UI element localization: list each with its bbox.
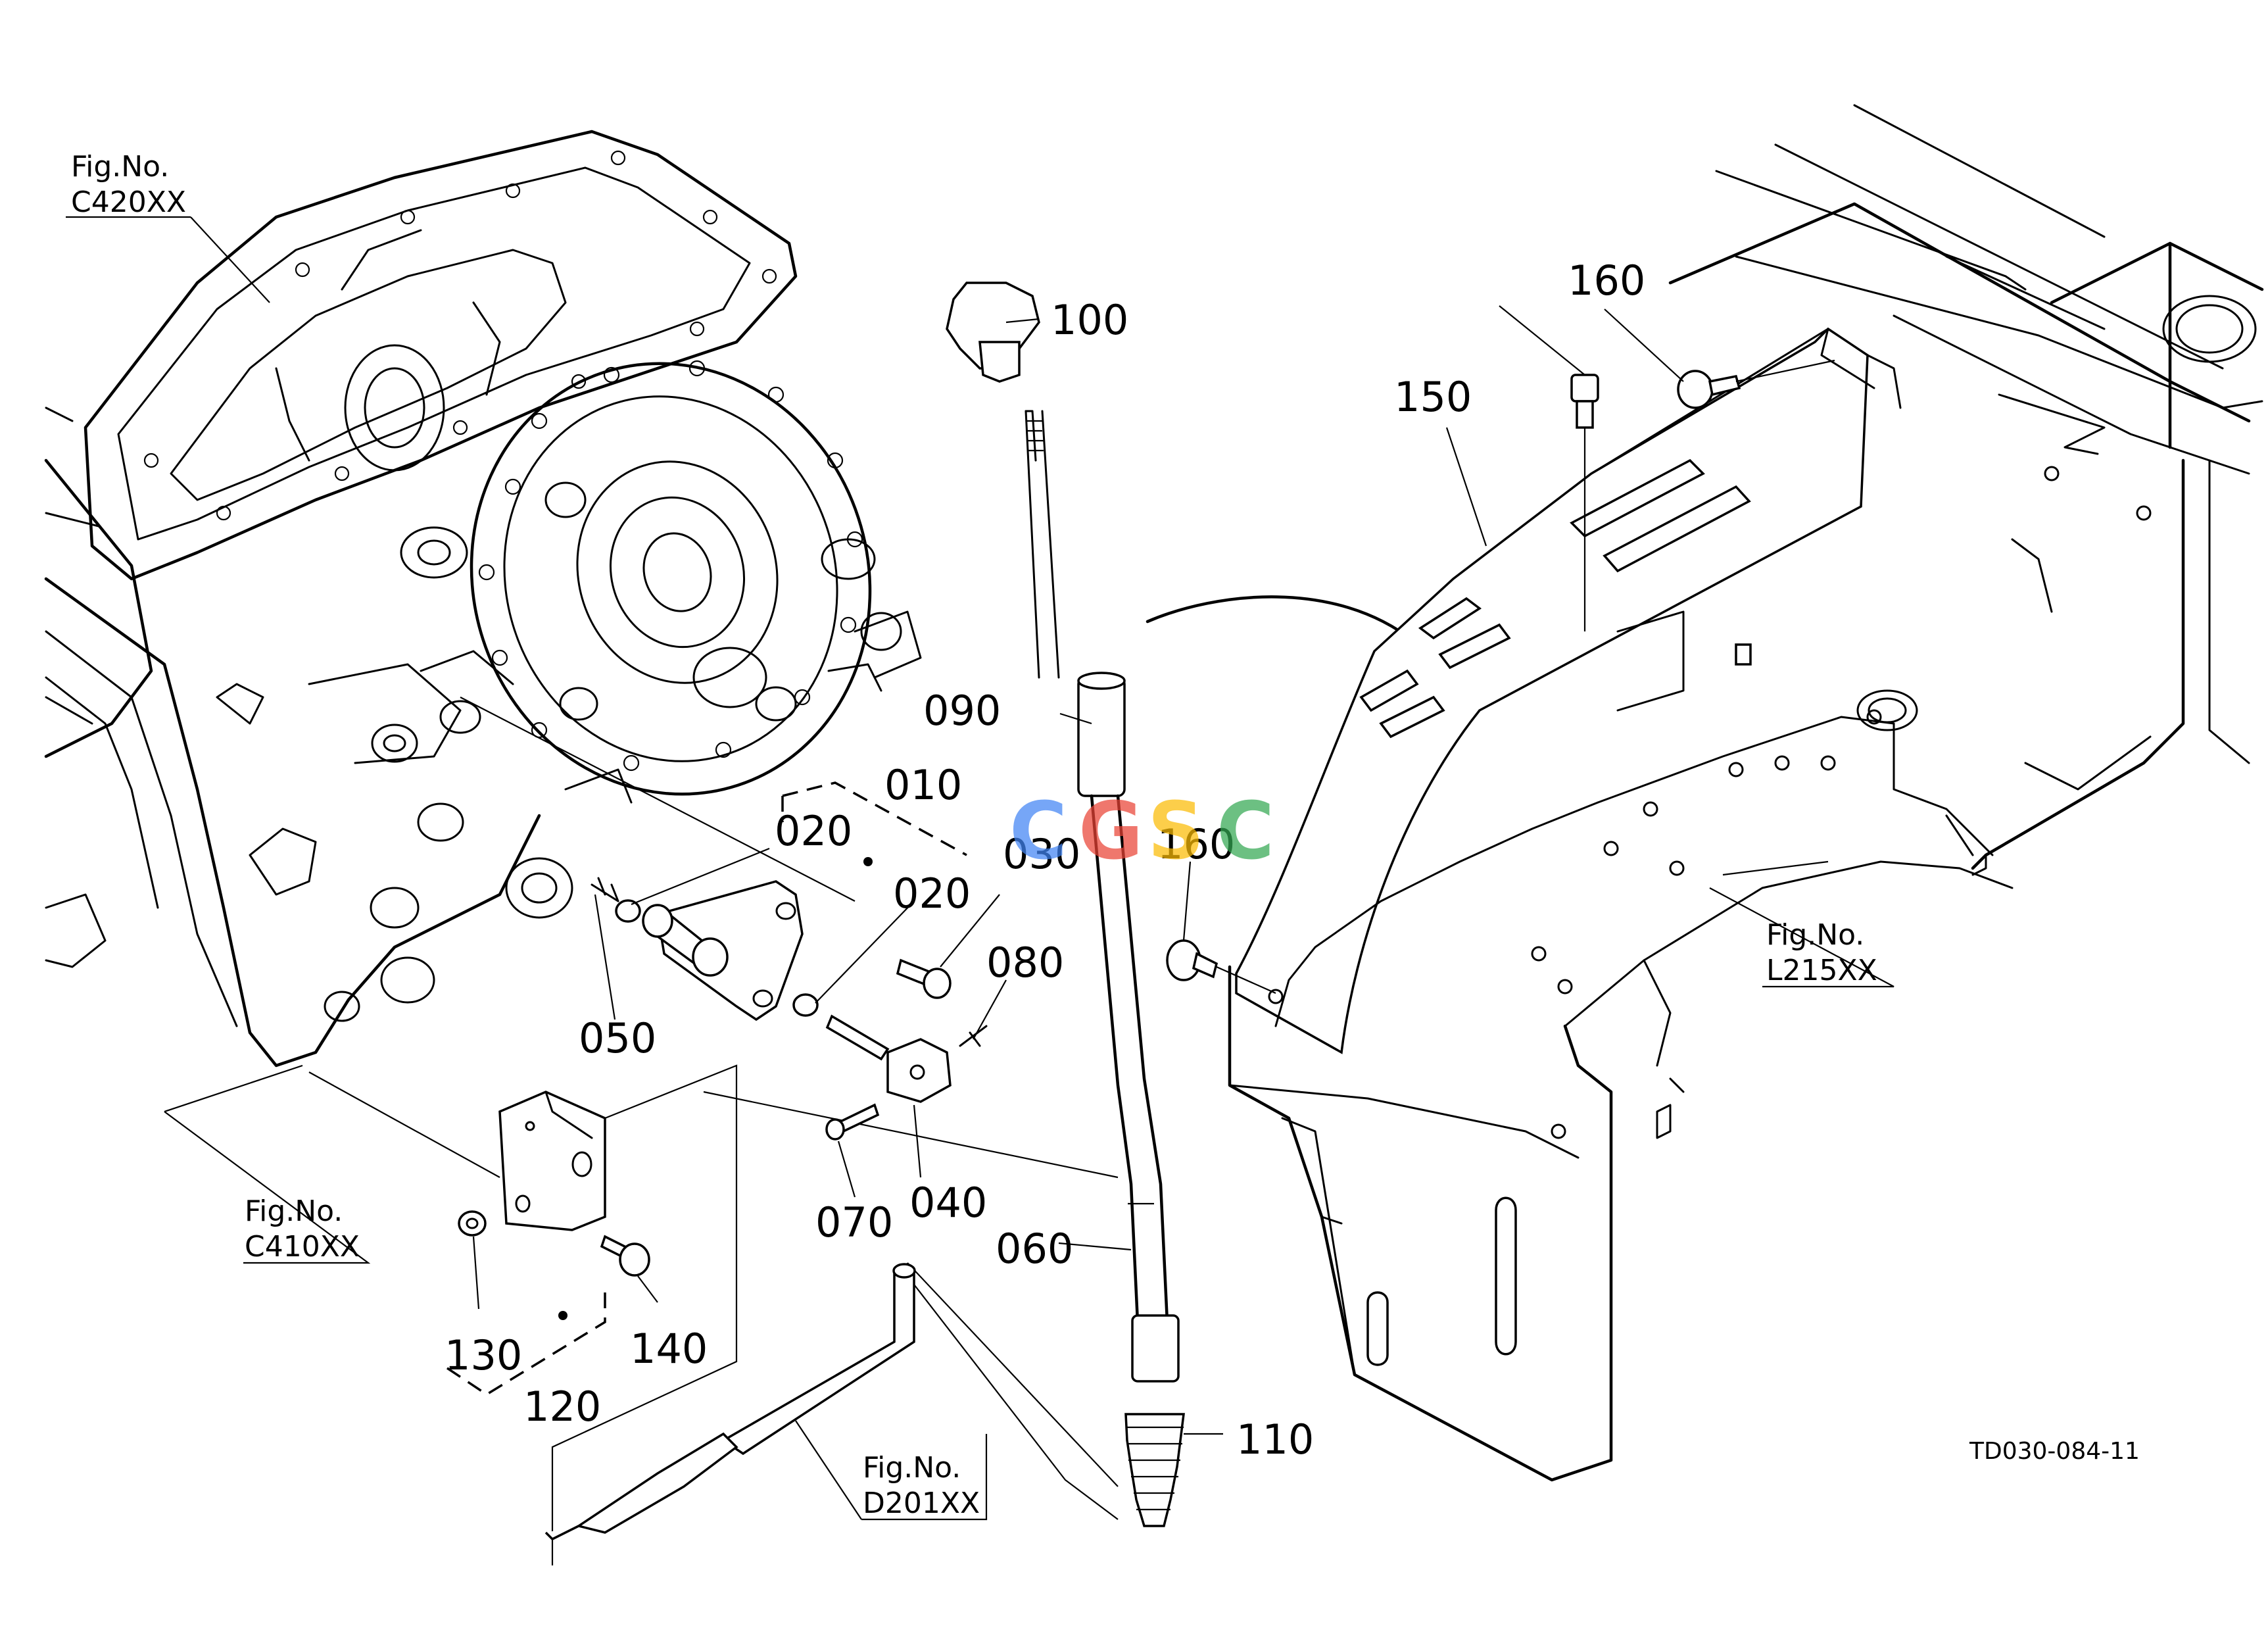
part-label-090: 090 xyxy=(923,687,1001,735)
linkage-parts-drawing xyxy=(308,697,1119,1565)
part-label-160a: 160 xyxy=(1568,257,1645,305)
fig-ref-d201-line2: D201XX xyxy=(863,1487,980,1520)
part-label-020a: 020 xyxy=(775,807,852,855)
watermark-logo: C G S C xyxy=(1009,786,1274,877)
fig-ref-l215-line1: Fig.No. xyxy=(1766,918,1864,952)
fig-ref-c420-line2: C420XX xyxy=(71,185,186,219)
watermark-letter-3: S xyxy=(1147,786,1204,877)
part-label-070: 070 xyxy=(815,1198,893,1246)
drawing-code: TD030-084-11 xyxy=(1969,1438,2140,1465)
part-label-130: 130 xyxy=(445,1331,522,1379)
part-label-150: 150 xyxy=(1394,373,1472,421)
part-number-labels: 100 090 010 020 020 030 080 050 040 070 … xyxy=(445,257,1645,1463)
watermark-letter-2: G xyxy=(1078,786,1144,877)
shift-lever-drawing xyxy=(946,282,1416,1527)
part-label-020b: 020 xyxy=(893,870,971,918)
fig-ref-l215-line2: L215XX xyxy=(1766,954,1877,987)
transmission-case-drawing xyxy=(44,130,922,1068)
part-label-160b: 160 xyxy=(1157,820,1235,868)
leader-lines xyxy=(66,216,1894,1521)
fender-frame-drawing xyxy=(1166,104,2264,1482)
part-label-060: 060 xyxy=(996,1225,1073,1273)
part-label-010: 010 xyxy=(884,761,962,809)
fig-ref-c410-line1: Fig.No. xyxy=(245,1194,343,1228)
part-label-120: 120 xyxy=(523,1383,601,1431)
part-label-080: 080 xyxy=(986,939,1064,987)
fig-ref-c410-line2: C410XX xyxy=(245,1230,360,1264)
fig-ref-c420-line1: Fig.No. xyxy=(71,150,169,184)
part-label-100: 100 xyxy=(1051,296,1128,344)
part-label-040: 040 xyxy=(909,1179,987,1227)
fig-ref-d201-line1: Fig.No. xyxy=(863,1451,961,1485)
figure-reference-labels: Fig.No. C420XX Fig.No. C410XX Fig.No. D2… xyxy=(71,150,1877,1520)
part-label-050: 050 xyxy=(579,1014,656,1062)
part-label-110: 110 xyxy=(1236,1415,1314,1463)
part-label-140: 140 xyxy=(630,1325,708,1373)
watermark-letter-4: C xyxy=(1217,786,1274,877)
part-label-030: 030 xyxy=(1003,830,1080,878)
watermark-letter-1: C xyxy=(1009,786,1067,877)
